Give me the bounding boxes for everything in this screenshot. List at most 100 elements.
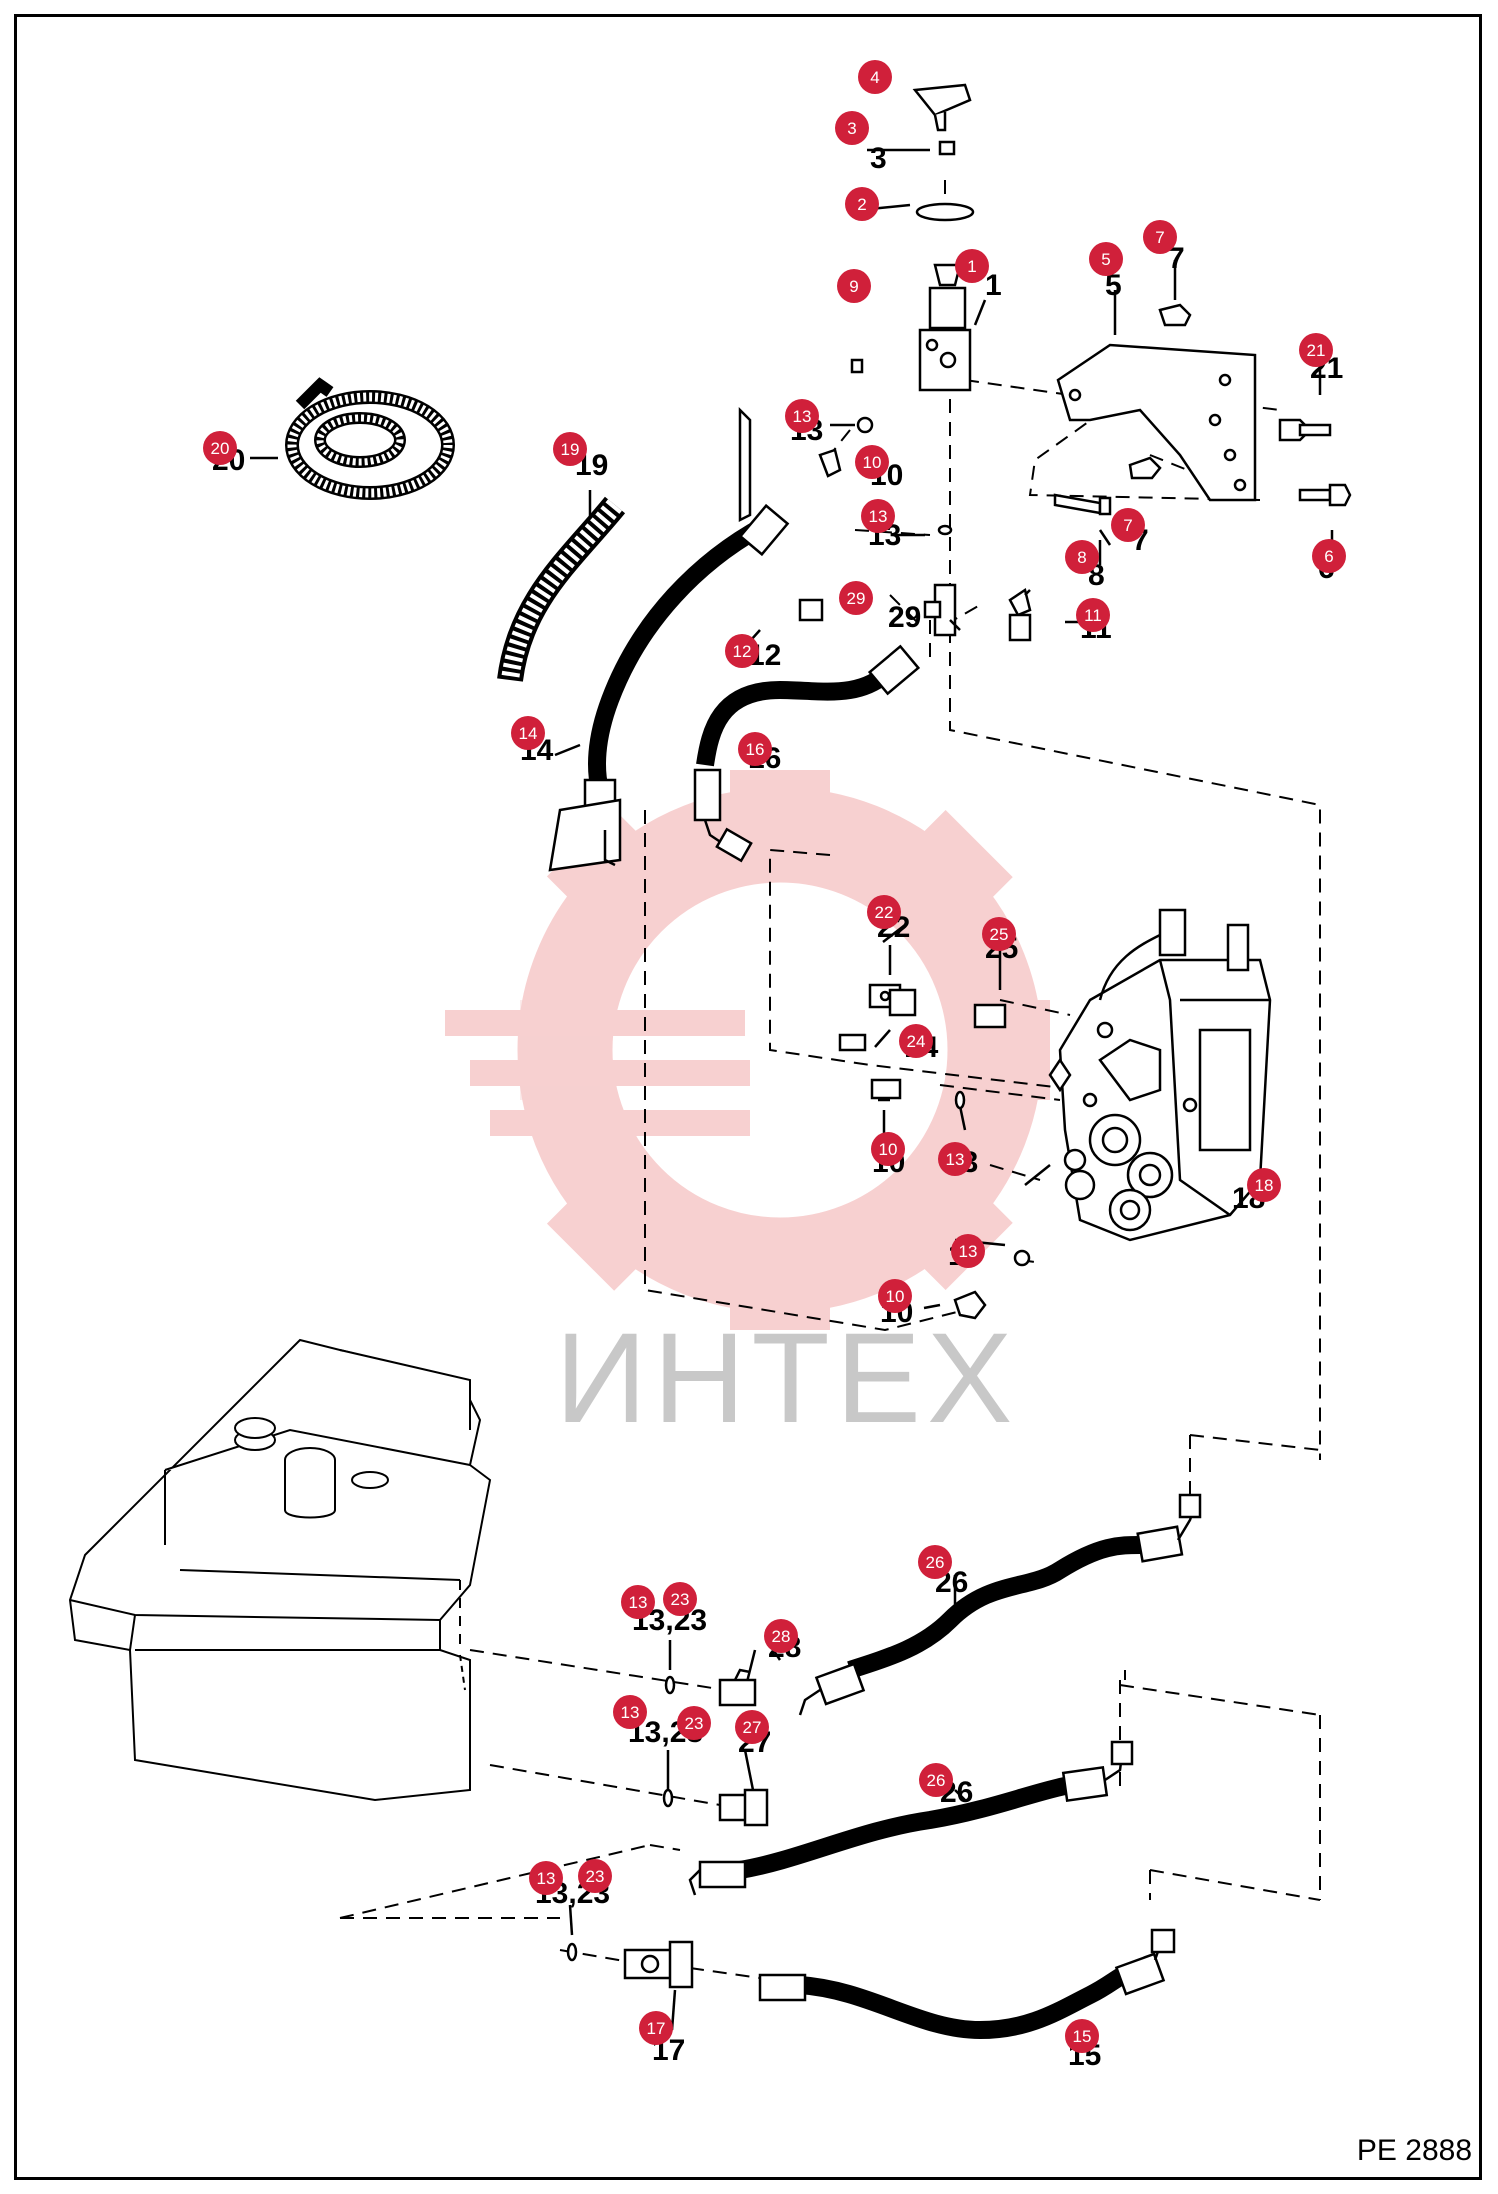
- svg-text:27: 27: [743, 1718, 762, 1737]
- callout-23b[interactable]: 23: [677, 1706, 711, 1740]
- callout-13f[interactable]: 13: [613, 1695, 647, 1729]
- callout-2[interactable]: 2: [845, 187, 879, 221]
- part-13-oring-upper: [856, 416, 874, 434]
- svg-text:4: 4: [870, 68, 879, 87]
- part-10-fitting-lower: [953, 1290, 987, 1320]
- callout-24[interactable]: 24: [899, 1024, 933, 1058]
- part-29-tee: [923, 583, 961, 637]
- svg-text:2: 2: [857, 195, 866, 214]
- svg-text:8: 8: [1077, 548, 1086, 567]
- svg-text:13: 13: [869, 507, 888, 526]
- callout-6[interactable]: 6: [1312, 539, 1346, 573]
- part-6-bolt: [1298, 483, 1352, 507]
- part-16-hose: [693, 644, 921, 863]
- svg-text:5: 5: [1101, 250, 1110, 269]
- svg-text:23: 23: [685, 1714, 704, 1733]
- part-21-bolt: [1278, 418, 1332, 442]
- svg-text:10: 10: [879, 1140, 898, 1159]
- callout-13a[interactable]: 13: [785, 399, 819, 433]
- callout-15[interactable]: 15: [1065, 2019, 1099, 2053]
- callout-4[interactable]: 4: [858, 60, 892, 94]
- callout-26b[interactable]: 26: [919, 1763, 953, 1797]
- svg-text:13: 13: [537, 1869, 556, 1888]
- callout-19[interactable]: 19: [553, 432, 587, 466]
- svg-text:11: 11: [1084, 606, 1102, 625]
- part-10-fitting-mid: [870, 1078, 902, 1100]
- part-27-elbow: [718, 1788, 769, 1827]
- callout-25[interactable]: 25: [982, 917, 1016, 951]
- connection-lines: [339, 180, 1321, 1979]
- svg-text:22: 22: [875, 903, 894, 922]
- callout-10b[interactable]: 10: [871, 1132, 905, 1166]
- callout-10a[interactable]: 10: [855, 445, 889, 479]
- callout-1[interactable]: 1: [955, 249, 989, 283]
- part-20-hose-coil: [285, 377, 455, 500]
- svg-text:28: 28: [772, 1627, 791, 1646]
- part-4-knob: [912, 83, 972, 132]
- callout-12[interactable]: 12: [725, 634, 759, 668]
- svg-text:12: 12: [733, 642, 752, 661]
- svg-text:23: 23: [671, 1590, 690, 1609]
- callout-26a[interactable]: 26: [918, 1545, 952, 1579]
- callout-27[interactable]: 27: [735, 1710, 769, 1744]
- callout-13g[interactable]: 13: [529, 1861, 563, 1895]
- part-24-plug: [838, 1033, 867, 1052]
- part-label: 1: [985, 269, 1002, 302]
- callout-13c[interactable]: 13: [938, 1142, 972, 1176]
- part-2-washer: [915, 202, 975, 222]
- callout-28[interactable]: 28: [764, 1619, 798, 1653]
- callout-23a[interactable]: 23: [663, 1582, 697, 1616]
- page-frame: [14, 14, 1482, 2180]
- svg-text:13: 13: [946, 1150, 965, 1169]
- svg-text:19: 19: [561, 440, 580, 459]
- watermark-text: ИНТЕХ: [555, 1307, 1019, 1450]
- callout-17[interactable]: 17: [639, 2011, 673, 2045]
- callout-8[interactable]: 8: [1065, 540, 1099, 574]
- svg-text:7: 7: [1155, 228, 1164, 247]
- part-11-fitting: [1008, 587, 1032, 642]
- callout-13e[interactable]: 13: [621, 1585, 655, 1619]
- svg-text:17: 17: [647, 2019, 666, 2038]
- document-code: PE 2888: [1356, 2134, 1472, 2167]
- svg-text:15: 15: [1073, 2027, 1092, 2046]
- callout-13d[interactable]: 13: [951, 1234, 985, 1268]
- part-19-breather-hose: [497, 496, 626, 682]
- callout-5[interactable]: 5: [1089, 242, 1123, 276]
- svg-text:13: 13: [629, 1593, 648, 1612]
- callouts: 4 3 2 1 9 5 7 21 20 13 10 19 13 7 8 6 29…: [203, 60, 1346, 2053]
- part-9-plug: [850, 358, 864, 374]
- callout-23c[interactable]: 23: [578, 1859, 612, 1893]
- svg-text:14: 14: [519, 724, 538, 743]
- svg-text:16: 16: [746, 740, 765, 759]
- part-26-hose-upper: [798, 1493, 1202, 1716]
- svg-text:13: 13: [621, 1703, 640, 1722]
- part-18-control-valve: [1024, 908, 1272, 1242]
- svg-text:9: 9: [849, 277, 858, 296]
- callout-7a[interactable]: 7: [1143, 220, 1177, 254]
- callout-29[interactable]: 29: [839, 581, 873, 615]
- callout-10c[interactable]: 10: [878, 1279, 912, 1313]
- svg-text:6: 6: [1324, 547, 1333, 566]
- callout-11[interactable]: 11: [1076, 598, 1110, 632]
- svg-text:21: 21: [1307, 341, 1326, 360]
- callout-18[interactable]: 18: [1247, 1168, 1281, 1202]
- callout-14[interactable]: 14: [511, 716, 545, 750]
- part-13-oring-mid: [954, 1090, 966, 1110]
- svg-text:1: 1: [967, 257, 976, 276]
- part-22-fitting: [868, 983, 917, 1017]
- callout-20[interactable]: 20: [203, 431, 237, 465]
- callout-9[interactable]: 9: [837, 269, 871, 303]
- callout-22[interactable]: 22: [867, 895, 901, 929]
- part-10-fitting-upper: [818, 448, 842, 478]
- part-label: 29: [888, 601, 921, 634]
- callout-3[interactable]: 3: [835, 111, 869, 145]
- callout-16[interactable]: 16: [738, 732, 772, 766]
- part-1-valve: [918, 263, 972, 392]
- callout-21[interactable]: 21: [1299, 333, 1333, 367]
- callout-7b[interactable]: 7: [1111, 508, 1145, 542]
- part-3-nut: [938, 140, 956, 156]
- svg-text:24: 24: [907, 1032, 926, 1051]
- part-13-oring-upper-2: [937, 524, 953, 536]
- callout-13b[interactable]: 13: [861, 499, 895, 533]
